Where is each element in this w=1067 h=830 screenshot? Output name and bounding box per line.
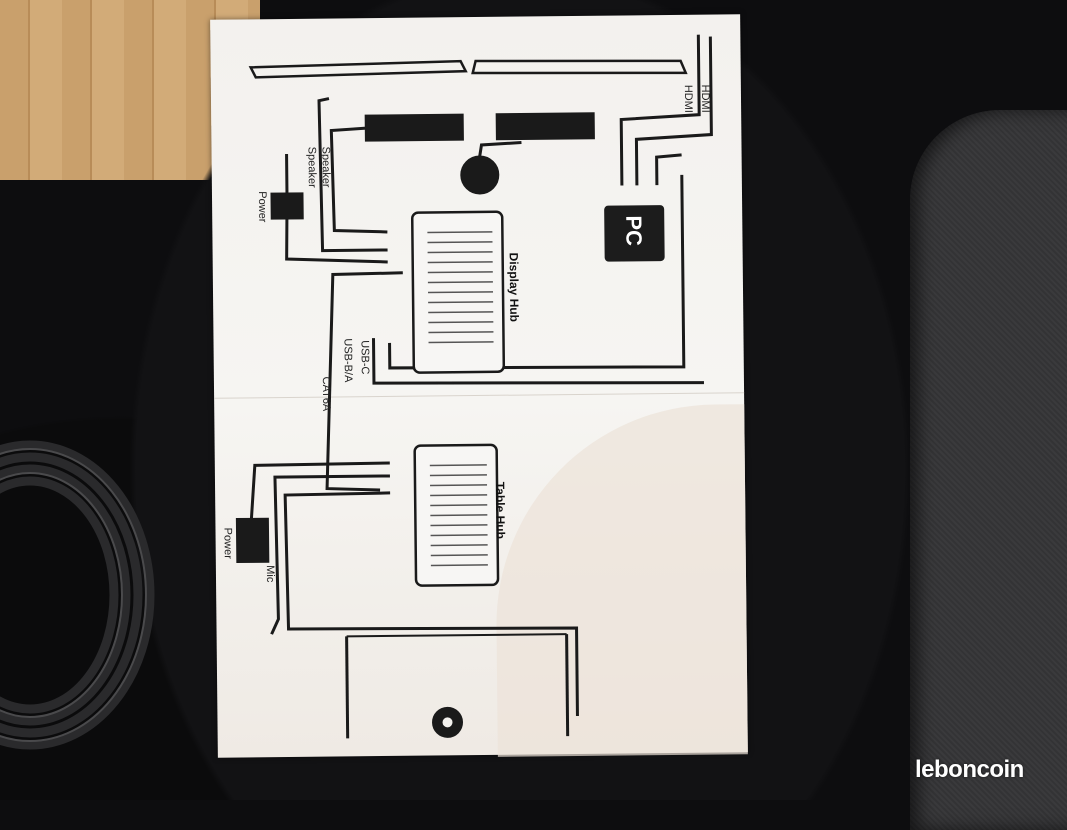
- pc-box: PC: [604, 205, 665, 262]
- speaker-label-1: Speaker: [319, 146, 332, 188]
- leboncoin-watermark: leboncoin: [915, 756, 1024, 783]
- hdmi-label-2: HDMI: [681, 84, 695, 113]
- usb-ba-label: USB-B/A: [341, 338, 354, 383]
- coiled-cable: [0, 440, 155, 750]
- table-hub-label: Table Hub: [493, 481, 508, 539]
- grey-cushion: [910, 110, 1067, 830]
- mic-label: Mic: [263, 565, 277, 583]
- power-label-top: Power: [255, 191, 269, 223]
- wiring-diagram: [235, 34, 713, 739]
- display-hub-label: Display Hub: [506, 252, 522, 323]
- hdmi-label-1: HDMI: [698, 84, 712, 113]
- speaker-label-2: Speaker: [305, 146, 318, 188]
- usb-c-label: USB-C: [358, 340, 371, 375]
- pc-label: PC: [621, 215, 647, 247]
- power-label-bottom: Power: [221, 527, 234, 559]
- cat6a-label: CAT6A: [319, 376, 333, 412]
- instruction-sheet: HDMI HDMI Speaker Speaker Power Display …: [210, 14, 748, 758]
